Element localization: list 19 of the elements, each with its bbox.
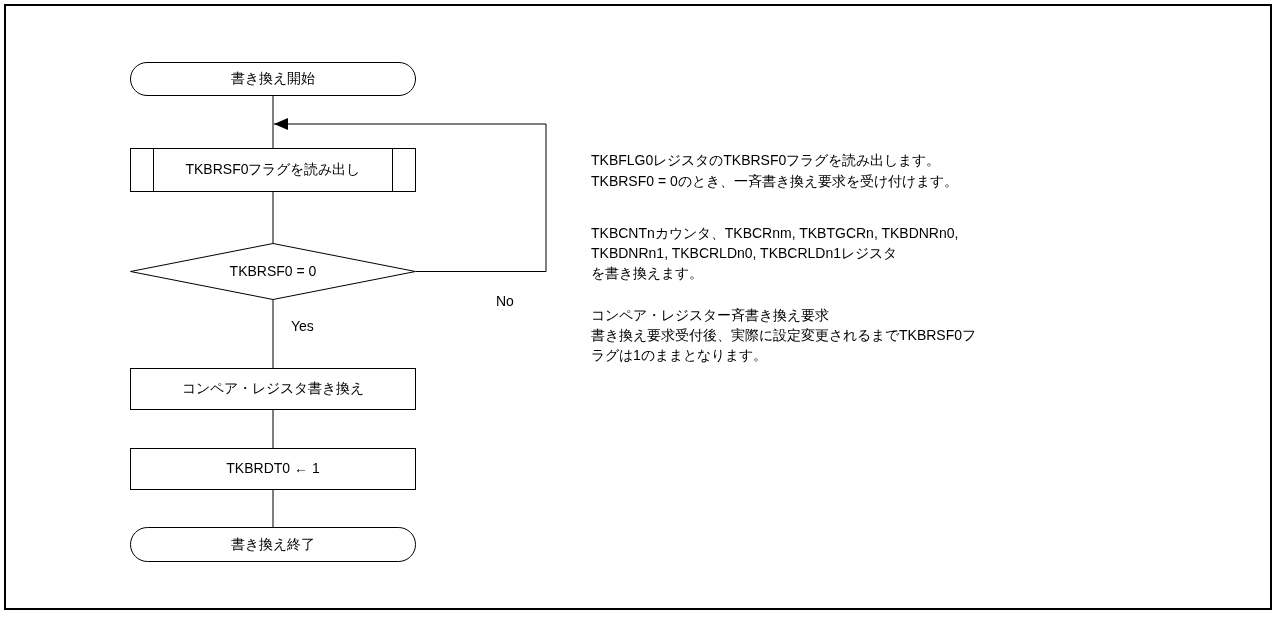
connector-line xyxy=(272,489,274,528)
note-text: 書き換え要求受付後、実際に設定変更されるまでTKBRSF0フラグは1のままとなります。 xyxy=(591,326,977,365)
arrow xyxy=(273,118,547,272)
connector-line xyxy=(272,95,274,149)
process-box: TKBRDT0 ← 1 xyxy=(130,448,416,490)
connector-line xyxy=(272,299,274,369)
connector-line xyxy=(272,191,274,244)
note-text: TKBCNTnカウンタ、TKBCRnm, TKBTGCRn, TKBDNRn0, xyxy=(591,224,959,243)
terminal-box: 書き換え終了 xyxy=(130,527,416,562)
note-text: を書き換えます。 xyxy=(591,264,703,283)
note-text: TKBFLG0レジスタのTKBRSF0フラグを読み出します。 xyxy=(591,151,941,170)
subroutine-box: TKBRSF0フラグを読み出し xyxy=(130,148,416,192)
note-text: コンペア・レジスター斉書き換え要求 xyxy=(591,306,829,325)
note-text: TKBDNRn1, TKBCRLDn0, TKBCRLDn1レジスタ xyxy=(591,244,898,263)
terminal-box: 書き換え開始 xyxy=(130,62,416,96)
note-text: TKBRSF0 = 0のとき、一斉書き換え要求を受け付けます。 xyxy=(591,172,958,191)
decision-diamond: TKBRSF0 = 0 xyxy=(130,243,416,300)
connector-line xyxy=(272,409,274,449)
process-box: コンペア・レジスタ書き換え xyxy=(130,368,416,410)
